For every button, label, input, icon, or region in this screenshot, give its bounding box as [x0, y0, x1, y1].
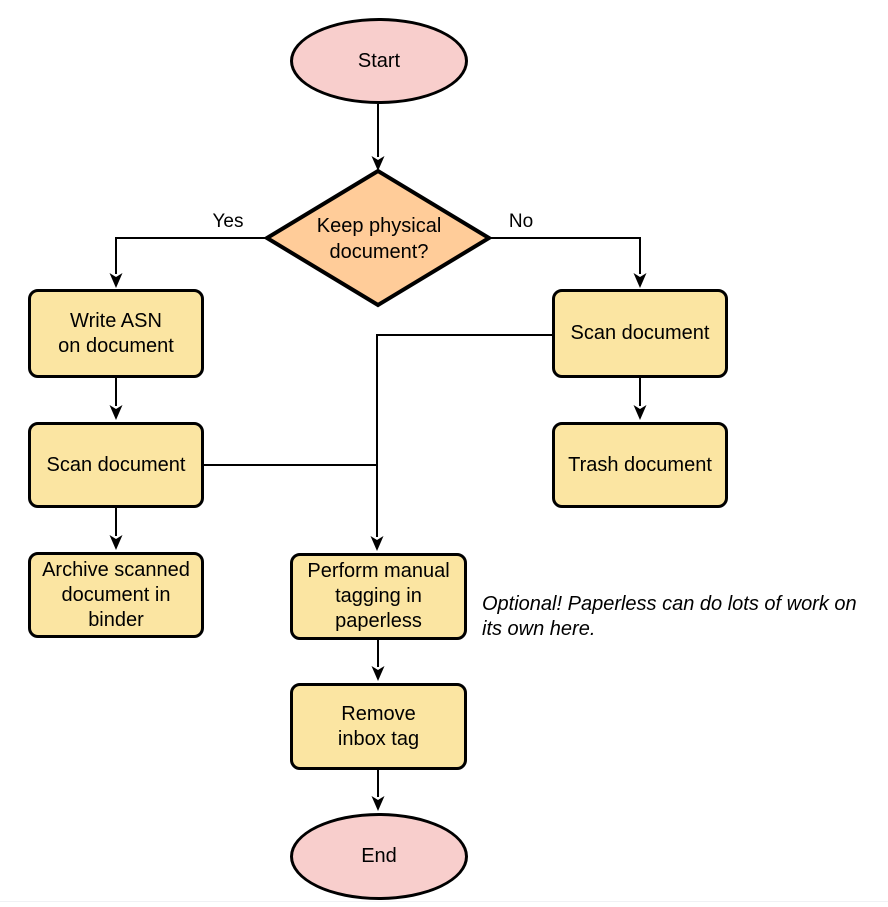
bottom-rule [0, 901, 888, 902]
node-perform-manual-tagging-label: Perform manual tagging in paperless [307, 560, 450, 632]
node-decision: Keep physical document? [272, 176, 486, 302]
node-trash-document: Trash document [552, 422, 728, 508]
edge-label-yes: Yes [201, 211, 255, 233]
annotation-optional-note: Optional! Paperless can do lots of work … [482, 593, 857, 640]
node-archive-in-binder: Archive scanned document in binder [28, 552, 204, 638]
node-remove-inbox-tag-label: Remove inbox tag [337, 702, 420, 750]
edge-label-no: No [496, 211, 546, 233]
node-scan-document-right: Scan document [552, 289, 728, 378]
edge-decision-to-write-asn [115, 237, 267, 274]
node-end: End [290, 813, 468, 900]
node-scan-document-left: Scan document [28, 422, 204, 508]
node-scan-document-right-label: Scan document [570, 322, 710, 344]
node-end-label: End [361, 845, 397, 867]
node-start-label: Start [357, 49, 401, 72]
arrowhead-into-archive [109, 535, 123, 550]
node-perform-manual-tagging: Perform manual tagging in paperless [290, 553, 467, 640]
arrowhead-into-end [371, 796, 385, 811]
arrowhead-into-decision [371, 156, 385, 171]
node-trash-document-label: Trash document [568, 453, 712, 476]
node-write-asn-label: Write ASN on document [58, 309, 174, 357]
node-write-asn: Write ASN on document [28, 289, 204, 378]
node-archive-in-binder-label: Archive scanned document in binder [42, 558, 190, 631]
arrowhead-into-scan-left [109, 405, 123, 420]
arrowhead-into-trash [633, 405, 647, 420]
node-start: Start [290, 18, 468, 104]
edge-scan-right-to-perform [376, 334, 552, 537]
edge-decision-to-scan-right [489, 237, 641, 274]
arrowhead-into-scan-right [633, 273, 647, 288]
arrowhead-into-write-asn [109, 273, 123, 288]
node-decision-label: Keep physical document? [316, 215, 442, 263]
arrowhead-into-perform [370, 536, 384, 551]
node-remove-inbox-tag: Remove inbox tag [290, 683, 467, 770]
arrowhead-into-remove [371, 666, 385, 681]
node-scan-document-left-label: Scan document [46, 453, 186, 476]
